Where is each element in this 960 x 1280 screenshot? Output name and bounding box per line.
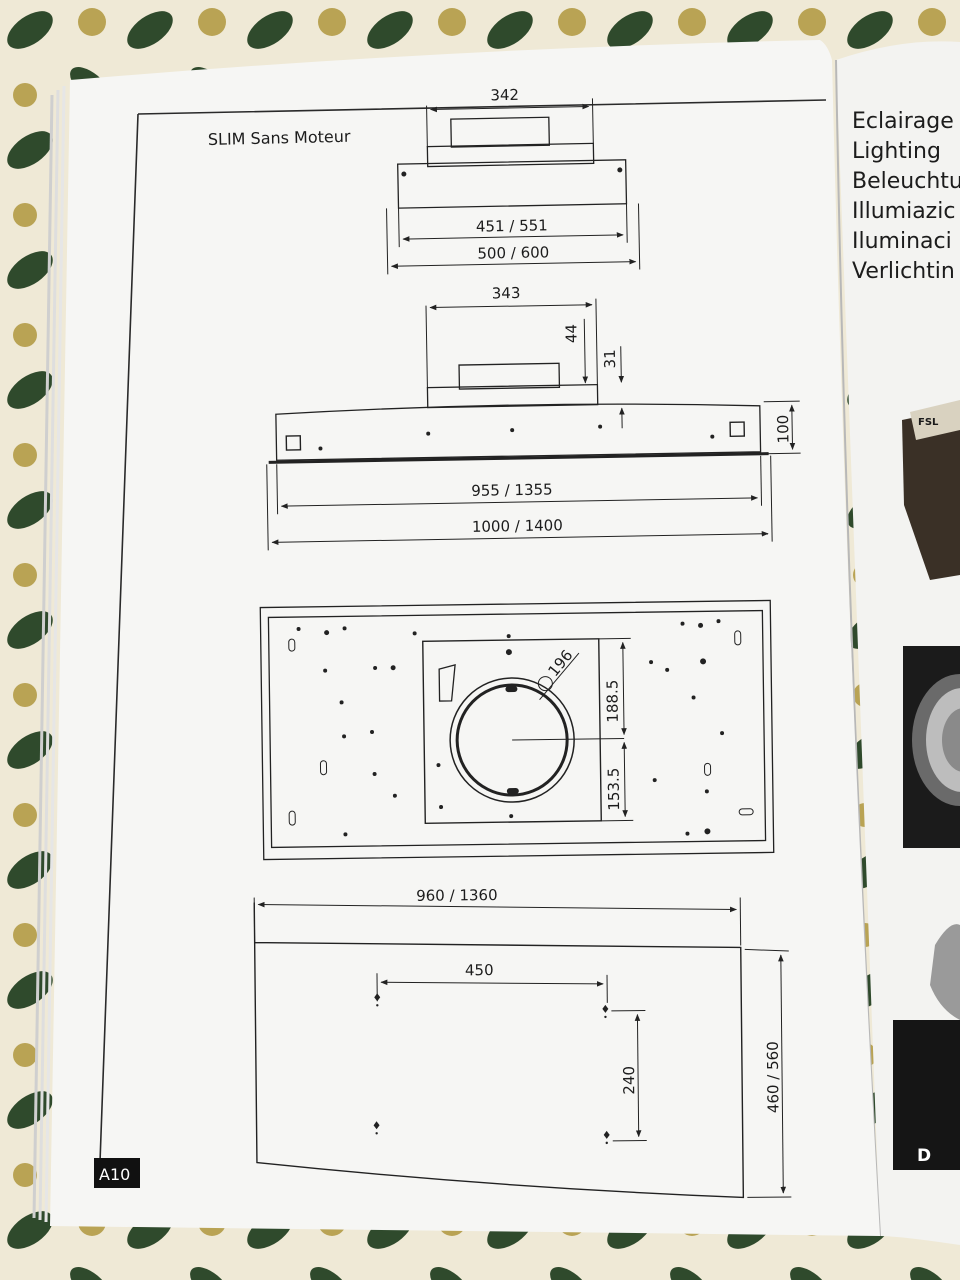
page-number: A10 — [99, 1165, 130, 1184]
screw-holes — [373, 993, 610, 1145]
top-view: 342 451 / 551 500 / 600 — [386, 86, 641, 275]
top-width-label: 342 — [490, 86, 519, 105]
front-h1-label: 44 — [562, 324, 580, 343]
front-top-width-label: 343 — [492, 284, 521, 302]
facing-line-1: Eclairage — [852, 109, 954, 134]
facing-page: Eclairage Lighting Beleuchtu Illumiazic … — [835, 41, 960, 1245]
light-d-image: D — [893, 924, 960, 1170]
front-outer-width-label: 1000 / 1400 — [472, 516, 563, 536]
spotlight-image — [903, 646, 960, 848]
facing-line-3: Beleuchtu — [852, 169, 960, 194]
facing-line-2: Lighting — [852, 139, 941, 164]
facing-line-5: Iluminaci — [852, 229, 952, 254]
facing-line-6: Verlichtin — [852, 259, 955, 284]
facing-line-4: Illumiazic — [852, 199, 955, 224]
front-inner-width-label: 955 / 1355 — [471, 480, 553, 499]
corner-letter-d: D — [917, 1146, 931, 1166]
upper-distance-label: 188.5 — [603, 680, 622, 723]
front-view: 343 44 31 100 955 / 1355 1000 / 1400 — [266, 284, 801, 551]
page-number-badge — [94, 1158, 140, 1188]
lamp-box-label: FSL — [918, 417, 939, 428]
cutout-width-label: 960 / 1360 — [416, 886, 498, 905]
cutout-depth-label: 460 / 560 — [764, 1041, 783, 1113]
page-stack — [32, 85, 66, 1223]
manual-page — [50, 40, 880, 1236]
outer-width-label: 500 / 600 — [477, 243, 549, 262]
front-h2-label: 31 — [601, 349, 619, 368]
hole-depth-label: 240 — [620, 1066, 638, 1095]
bottom-view: 196 188.5 153.5 — [259, 599, 775, 861]
front-height-label: 100 — [774, 415, 792, 444]
cutout-view: 960 / 1360 450 240 460 / 560 — [253, 886, 792, 1199]
inner-width-label: 451 / 551 — [476, 216, 548, 235]
page-title: SLIM Sans Moteur — [208, 127, 351, 149]
lamp-box-image: FSL — [902, 400, 960, 580]
lower-distance-label: 153.5 — [605, 768, 624, 811]
hole-width-label: 450 — [465, 961, 494, 979]
